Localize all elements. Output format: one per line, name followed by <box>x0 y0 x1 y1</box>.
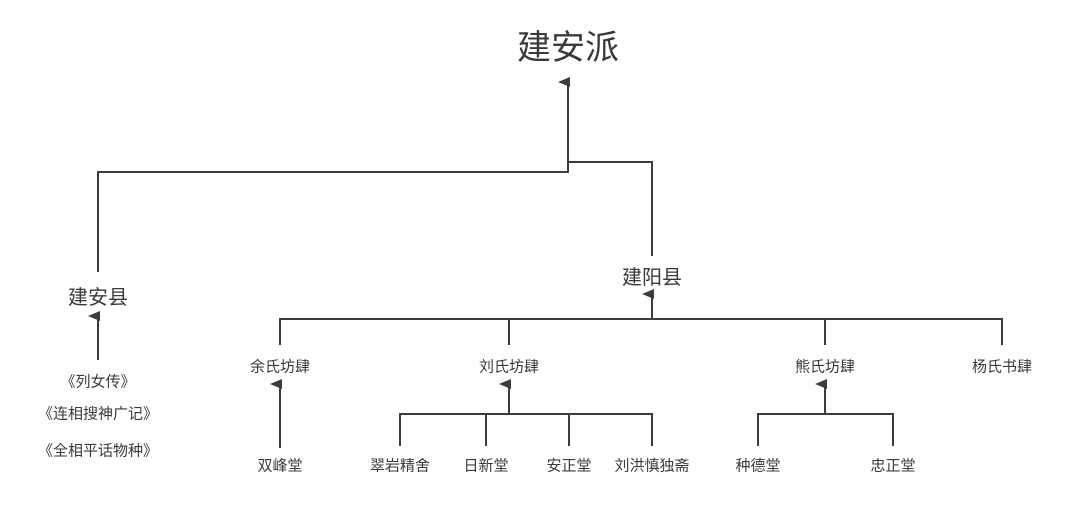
shop-node-yu: 余氏坊肆 <box>249 357 311 376</box>
hall-node-shuangfeng: 双峰堂 <box>257 456 303 475</box>
edge-liu-children <box>399 413 653 446</box>
edge-jianan-to-root <box>97 160 569 272</box>
hall-node-zhongzheng: 忠正堂 <box>870 456 916 475</box>
hall-node-liuhong-shendu: 刘洪慎独斋 <box>614 456 690 475</box>
edge-xiong-children <box>757 413 894 446</box>
work-lianxiang-soushen: 《连相搜神广记》 <box>37 404 159 423</box>
county-node-jianyang: 建阳县 <box>622 265 682 289</box>
edge-jianyang-to-root <box>568 161 653 256</box>
edge-shops-bus <box>279 318 1003 345</box>
shop-node-liu: 刘氏坊肆 <box>478 357 540 376</box>
shop-node-xiong: 熊氏坊肆 <box>794 357 856 376</box>
shop-node-yang: 杨氏书肆 <box>971 357 1033 376</box>
hall-node-rixin: 日新堂 <box>463 456 509 475</box>
hall-node-anzheng: 安正堂 <box>546 456 592 475</box>
hall-node-cuiyan: 翠岩精舍 <box>369 456 431 475</box>
hall-node-zhongde: 种德堂 <box>735 456 781 475</box>
county-node-jianan: 建安县 <box>68 285 128 309</box>
work-quanxiang-pinghua: 《全相平话物种》 <box>37 441 159 460</box>
root-node-jianan-school: 建安派 <box>517 28 619 68</box>
work-lienv-zhuan: 《列女传》 <box>60 372 136 391</box>
